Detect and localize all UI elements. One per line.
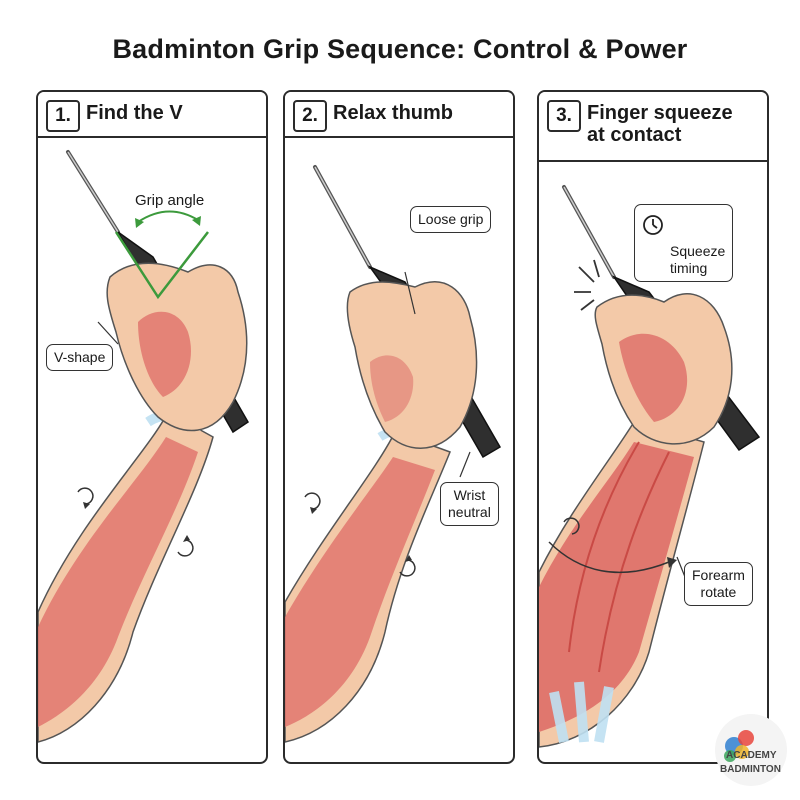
squeeze-timing-callout: Squeeze timing	[634, 204, 734, 282]
step-label: Relax thumb	[333, 102, 454, 124]
logo-text-line1: ACADEMY	[726, 750, 777, 761]
arm-illustration	[38, 150, 250, 743]
loose-grip-callout: Loose grip	[410, 206, 492, 233]
v-shape-callout: V-shape	[46, 344, 114, 371]
panel-finger-squeeze: 3. Finger squeeze at contact Sq	[537, 90, 769, 764]
panel-relax-thumb: 2. Relax thumb Loose grip Wrist neutral	[283, 90, 515, 764]
clock-icon	[643, 215, 663, 235]
academy-logo: ACADEMY BADMINTON	[706, 712, 796, 794]
step-label: Finger squeeze at contact	[587, 102, 733, 146]
logo-text-line2: BADMINTON	[720, 764, 781, 775]
step-number: 1.	[46, 100, 80, 132]
grip-angle-label: Grip angle	[135, 192, 205, 209]
impact-burst-icon	[574, 259, 600, 311]
logo-mark-icon	[715, 714, 787, 786]
forearm-rotate-callout: Forearm rotate	[684, 562, 753, 606]
arm-illustration	[285, 165, 502, 743]
page-title: Badminton Grip Sequence: Control & Power	[112, 34, 688, 64]
panel-header: 1. Find the V	[38, 92, 266, 138]
step-label: Find the V	[86, 102, 183, 124]
squeeze-timing-label: Squeeze timing	[670, 243, 726, 276]
wrist-neutral-callout: Wrist neutral	[440, 482, 499, 526]
step-number: 2.	[293, 100, 327, 132]
panel-header: 2. Relax thumb	[285, 92, 513, 138]
step-number: 3.	[547, 100, 581, 132]
panel-find-the-v: 1. Find the V Grip angle V-shape	[36, 90, 268, 764]
arm-illustration	[539, 185, 761, 748]
panel-header: 3. Finger squeeze at contact	[539, 92, 767, 162]
